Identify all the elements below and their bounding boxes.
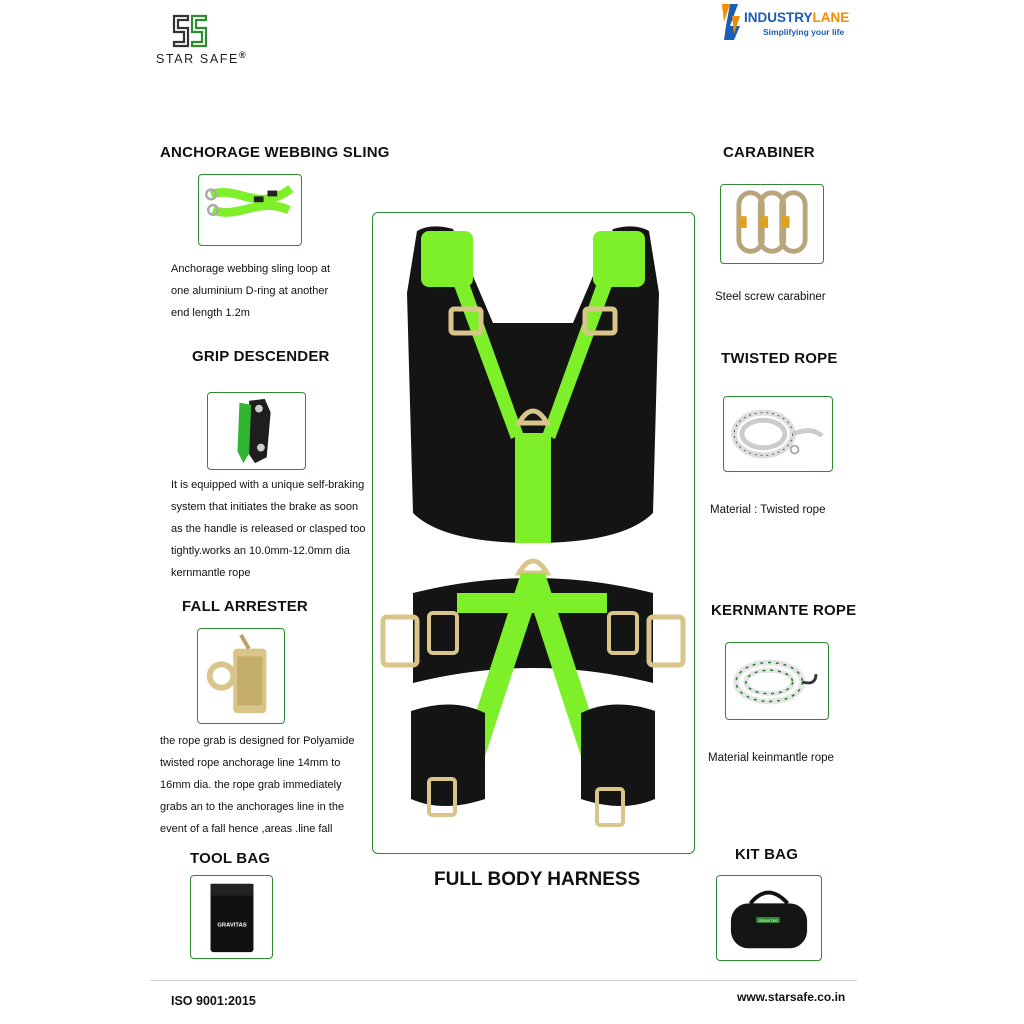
fall-arrester-icon xyxy=(206,633,267,714)
kitbag-image: GRAVITAS xyxy=(716,875,822,961)
kernmante-rope-icon xyxy=(733,659,818,705)
sling-image xyxy=(198,174,302,246)
descender-image xyxy=(207,392,306,470)
grip-descender-icon xyxy=(237,398,271,464)
registered-mark: ® xyxy=(238,50,248,60)
kernmante-rope-caption: Material keinmantle rope xyxy=(708,752,834,764)
toolbag-print: GRAVITAS xyxy=(217,923,246,929)
descender-desc-line: It is equipped with a unique self-brakin… xyxy=(171,479,365,491)
kernmante-rope-heading: KERNMANTE ROPE xyxy=(711,602,857,619)
arrester-desc-line: event of a fall hence ,areas .line fall xyxy=(160,823,333,835)
starsafe-logo-icon xyxy=(172,14,208,48)
sling-desc-line: end length 1.2m xyxy=(171,307,250,319)
harness-title: FULL BODY HARNESS xyxy=(434,869,641,890)
website-link[interactable]: www.starsafe.co.in xyxy=(737,990,846,1004)
kit-bag-icon: GRAVITAS xyxy=(730,890,808,949)
arrester-desc-line: grabs an to the anchorages line in the xyxy=(160,801,345,813)
webbing-sling-icon xyxy=(205,185,294,217)
tool-bag-icon: GRAVITAS xyxy=(210,883,254,953)
partner-name-part-a: INDUSTRY xyxy=(744,10,813,25)
full-body-harness-icon xyxy=(380,226,686,827)
sling-description: Anchorage webbing sling loop at one alum… xyxy=(171,258,330,324)
arrester-desc-line: the rope grab is designed for Polyamide xyxy=(160,735,355,747)
descender-desc-line: as the handle is released or clasped too xyxy=(171,523,366,535)
industrylane-logo-icon xyxy=(722,4,740,40)
industrylane-logo: INDUSTRYLANE Simplifying your life xyxy=(718,0,858,44)
sling-desc-line: Anchorage webbing sling loop at xyxy=(171,263,331,275)
twisted-rope-heading: TWISTED ROPE xyxy=(721,350,838,367)
twisted-rope-icon xyxy=(731,409,824,459)
sling-desc-line: one aluminium D-ring at another xyxy=(171,285,329,297)
sling-heading: ANCHORAGE WEBBING SLING xyxy=(160,144,390,161)
arrester-desc-line: twisted rope anchorage line 14mm to xyxy=(160,757,341,769)
iso-certification: ISO 9001:2015 xyxy=(171,994,256,1008)
partner-tagline: Simplifying your life xyxy=(763,27,845,37)
carabiner-caption: Steel screw carabiner xyxy=(715,291,826,303)
starsafe-logo: STAR SAFE® xyxy=(150,10,250,70)
carabiner-heading: CARABINER xyxy=(723,144,815,161)
descender-desc-line: kernmantle rope xyxy=(171,567,251,579)
twisted-rope-caption: Material : Twisted rope xyxy=(710,504,826,516)
carabiner-icon xyxy=(736,190,808,254)
kernmante-rope-image xyxy=(725,642,829,720)
descender-heading: GRIP DESCENDER xyxy=(192,348,330,365)
footer-divider xyxy=(150,980,857,981)
toolbag-image: GRAVITAS xyxy=(190,875,273,959)
toolbag-heading: TOOL BAG xyxy=(190,850,271,867)
harness-frame xyxy=(372,212,695,854)
carabiner-image xyxy=(720,184,824,264)
arrester-heading: FALL ARRESTER xyxy=(182,598,308,615)
twisted-rope-image xyxy=(723,396,833,472)
brand-name: STAR SAFE xyxy=(156,52,239,67)
descender-desc-line: system that initiates the brake as soon xyxy=(171,501,359,513)
arrester-description: the rope grab is designed for Polyamide … xyxy=(160,730,354,840)
descender-desc-line: tightly.works an 10.0mm-12.0mm dia xyxy=(171,545,350,557)
partner-name-part-b: LANE xyxy=(812,10,850,25)
arrester-image xyxy=(197,628,285,724)
descender-description: It is equipped with a unique self-brakin… xyxy=(171,474,365,584)
kitbag-print: GRAVITAS xyxy=(758,918,777,923)
kitbag-heading: KIT BAG xyxy=(735,846,799,863)
arrester-desc-line: 16mm dia. the rope grab immediately xyxy=(160,779,342,791)
